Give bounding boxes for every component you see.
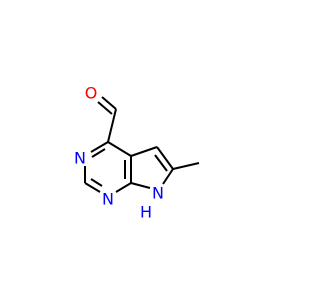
atom-n3-label: N — [74, 149, 86, 168]
bond-c2-n1-2 — [90, 178, 103, 187]
bond-c5-c6-1 — [156, 146, 174, 170]
atom-n1-label: N — [102, 190, 114, 209]
bond-cho-o-1 — [101, 96, 117, 110]
bond-c4-n3-2 — [91, 148, 106, 158]
molecule-structure-diagram: O N N N H — [74, 84, 200, 222]
atom-n7-label: N — [152, 184, 164, 203]
bond-n7-c7a — [130, 182, 151, 189]
bond-c4a-c5 — [130, 146, 158, 157]
bond-c2-n1-1 — [84, 182, 101, 193]
bond-c6-methyl — [172, 162, 200, 170]
bond-c6-n7 — [162, 168, 174, 185]
bond-c4-c4a — [107, 141, 132, 157]
bond-c5-c6-2 — [154, 154, 168, 172]
bond-c4-cho — [107, 108, 117, 143]
bond-c4-n3-1 — [90, 141, 109, 153]
bond-cho-o-2 — [97, 101, 113, 115]
bond-n1-c7a — [115, 182, 132, 193]
atom-oxygen-label: O — [85, 84, 98, 103]
atom-n7-hydrogen-label: H — [140, 203, 152, 222]
